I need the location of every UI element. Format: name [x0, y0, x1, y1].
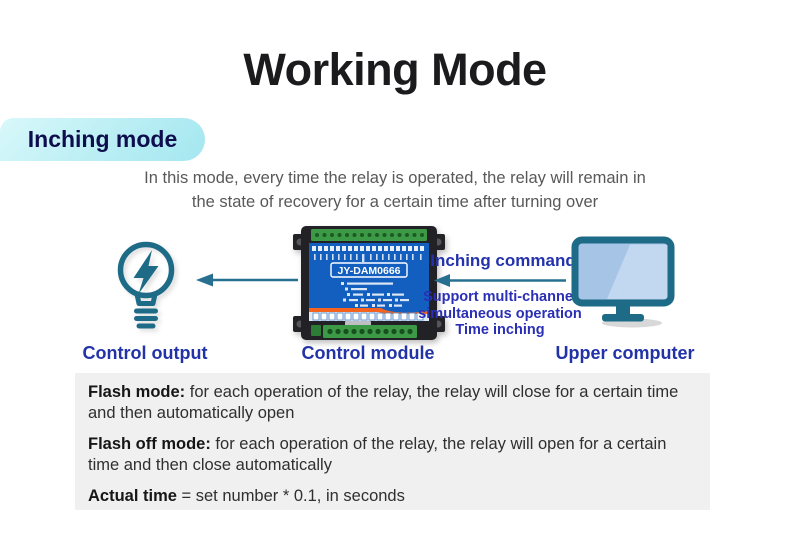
label-upper-computer: Upper computer: [555, 343, 695, 363]
relay-module-image: JY-DAM0666: [293, 226, 445, 345]
flash-mode-title: Flash mode:: [88, 383, 186, 401]
support-text-line2: simultaneous operation: [418, 305, 582, 322]
computer-monitor-icon: [570, 236, 678, 333]
flash-mode-note: Flash mode: for each operation of the re…: [88, 382, 697, 424]
notes-panel: Flash mode: for each operation of the re…: [75, 373, 710, 510]
module-model-text: JY-DAM0666: [337, 265, 400, 277]
support-text-line3: Time inching: [455, 322, 545, 338]
light-bulb-icon: [106, 237, 186, 336]
mode-description-line2: the state of recovery for a certain time…: [191, 193, 599, 211]
flash-mode-text: for each operation of the relay, the rel…: [88, 383, 679, 422]
inching-command-label: Inching command: [430, 251, 576, 270]
mode-description: In this mode, every time the relay is op…: [0, 166, 790, 214]
computer-to-module-arrow-icon: [433, 273, 567, 293]
support-text: Support multi-channel simultaneous opera…: [418, 289, 582, 339]
actual-time-note: Actual time = set number * 0.1, in secon…: [88, 486, 697, 507]
module-to-output-arrow-icon: [195, 272, 299, 293]
inching-mode-badge: Inching mode: [0, 118, 205, 161]
label-control-module: Control module: [301, 343, 435, 363]
flash-off-mode-note: Flash off mode: for each operation of th…: [88, 434, 697, 476]
page-title: Working Mode: [243, 44, 547, 95]
mode-description-line1: In this mode, every time the relay is op…: [144, 169, 646, 187]
support-text-line1: Support multi-channel: [423, 289, 577, 305]
label-control-output: Control output: [82, 343, 208, 363]
flash-off-mode-text: for each operation of the relay, the rel…: [88, 435, 667, 474]
actual-time-title: Actual time: [88, 487, 177, 505]
inching-mode-badge-label: Inching mode: [27, 126, 178, 152]
actual-time-text: = set number * 0.1, in seconds: [176, 487, 405, 505]
flash-off-mode-title: Flash off mode:: [88, 435, 211, 453]
